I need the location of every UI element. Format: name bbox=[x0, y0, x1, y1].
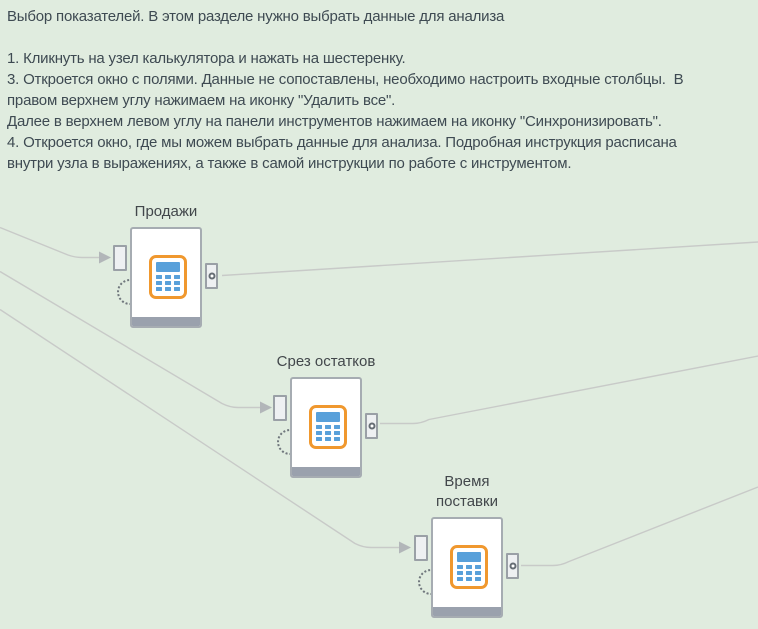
calculator-icon bbox=[309, 405, 347, 449]
instructions-note: Выбор показателей. В этом разделе нужно … bbox=[7, 6, 755, 174]
node-label: Продажи bbox=[134, 203, 198, 220]
calculator-keys bbox=[156, 275, 180, 291]
wire-output-delivery-time[interactable] bbox=[521, 486, 758, 567]
instruction-line: Далее в верхнем левом углу на панели инс… bbox=[7, 113, 662, 130]
calculator-keys bbox=[457, 565, 481, 581]
node-body[interactable] bbox=[290, 377, 362, 478]
node-stock-slice[interactable]: Срез остатков bbox=[273, 353, 378, 478]
instruction-line: 3. Откроется окно с полями. Данные не со… bbox=[7, 71, 684, 88]
node-footer bbox=[433, 607, 501, 616]
calculator-icon bbox=[450, 545, 488, 589]
calculator-screen bbox=[316, 412, 340, 422]
output-port[interactable] bbox=[205, 263, 218, 289]
input-port[interactable] bbox=[113, 245, 127, 271]
instruction-line: Выбор показателей. В этом разделе нужно … bbox=[7, 8, 505, 25]
node-footer bbox=[132, 317, 200, 326]
wire-input-sales[interactable] bbox=[0, 226, 111, 264]
arrowhead-icon bbox=[260, 401, 272, 414]
output-port[interactable] bbox=[506, 553, 519, 579]
calculator-screen bbox=[156, 262, 180, 272]
calculator-screen bbox=[457, 552, 481, 562]
node-label: Время поставки bbox=[436, 473, 498, 510]
arrowhead-icon bbox=[99, 251, 111, 264]
calculator-icon bbox=[149, 255, 187, 299]
input-port[interactable] bbox=[273, 395, 287, 421]
output-port-dot-icon bbox=[509, 562, 516, 570]
wire-output-stock-slice[interactable] bbox=[380, 355, 758, 425]
node-sales[interactable]: Продажи bbox=[113, 203, 218, 328]
arrowhead-icon bbox=[399, 541, 411, 554]
node-body[interactable] bbox=[130, 227, 202, 328]
input-port[interactable] bbox=[414, 535, 428, 561]
calculator-keys bbox=[316, 425, 340, 441]
node-label: Срез остатков bbox=[276, 353, 376, 370]
instruction-line: 4. Откроется окно, где мы можем выбрать … bbox=[7, 134, 677, 151]
instruction-line bbox=[7, 27, 755, 48]
instruction-line: правом верхнем углу нажимаем на иконку "… bbox=[7, 92, 396, 109]
output-port-dot-icon bbox=[368, 422, 375, 430]
node-delivery-time[interactable]: Время поставки bbox=[414, 473, 519, 618]
output-port[interactable] bbox=[365, 413, 378, 439]
output-port-dot-icon bbox=[208, 272, 215, 280]
node-footer bbox=[292, 467, 360, 476]
wire-output-sales[interactable] bbox=[221, 241, 758, 277]
node-body[interactable] bbox=[431, 517, 503, 618]
instruction-line: 1. Кликнуть на узел калькулятора и нажат… bbox=[7, 50, 406, 67]
instruction-line: внутри узла в выражениях, а также в само… bbox=[7, 155, 572, 172]
